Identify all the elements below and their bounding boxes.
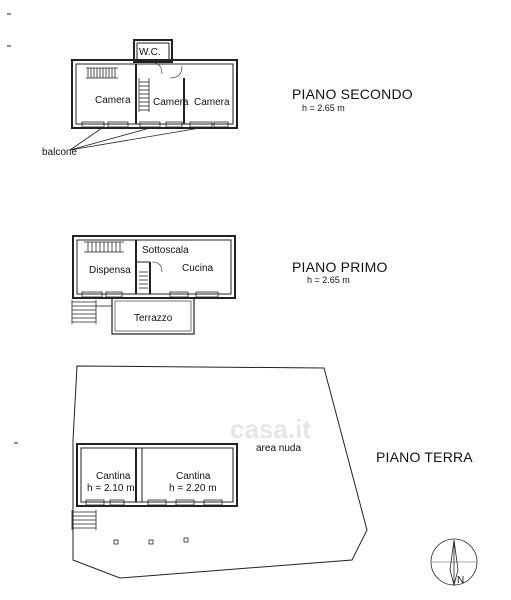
north-arrow-icon: [430, 538, 478, 587]
watermark: casa.it: [230, 414, 311, 444]
floor-title-ground: PIANO TERRA: [376, 449, 473, 465]
floor-height-second: h = 2.65 m: [302, 103, 345, 113]
floor-title-second: PIANO SECONDO: [292, 86, 413, 102]
ground-floor-plan: [71, 365, 368, 579]
second-floor-plan: [7, 13, 238, 444]
room-label-sottoscala: Sottoscala: [142, 245, 189, 256]
room-label-wc: W.C.: [139, 47, 161, 58]
room-label-balcone: balcone: [42, 147, 78, 158]
floor-title-first: PIANO PRIMO: [292, 259, 388, 275]
floor-height-first: h = 2.65 m: [307, 275, 350, 285]
room-label-cucina: Cucina: [182, 263, 214, 274]
first-floor-plan: [71, 235, 236, 335]
room-label-camera-left: Camera: [95, 95, 131, 106]
room-label-terrazzo: Terrazzo: [134, 313, 173, 324]
room-label-camera-right: Camera: [194, 97, 230, 108]
room-label-camera-mid: Camera: [153, 97, 189, 108]
room-label-cantina-right: Cantina: [176, 471, 211, 482]
room-label-dispensa: Dispensa: [89, 265, 131, 276]
room-label-area-nuda: area nuda: [256, 443, 302, 454]
compass-north-label: N: [457, 575, 465, 586]
room-height-cantina-right: h = 2.20 m: [169, 483, 217, 494]
room-label-cantina-left: Cantina: [96, 471, 131, 482]
room-height-cantina-left: h = 2.10 m: [87, 483, 135, 494]
